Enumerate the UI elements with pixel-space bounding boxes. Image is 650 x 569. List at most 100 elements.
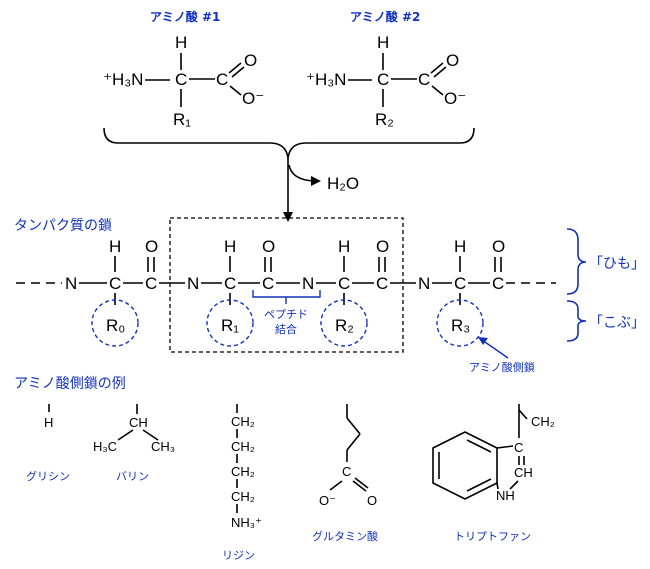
peptide-bond-label-2: 結合 — [275, 322, 297, 336]
reaction-arrow-head — [283, 212, 293, 222]
side-chain-r3: R₃ — [451, 316, 470, 335]
reaction-brace — [103, 127, 475, 159]
trp-benzene-inner-3 — [466, 478, 492, 492]
valine-bond-right — [142, 429, 159, 441]
chain-o-1: O — [262, 237, 275, 256]
trp-bond-ring-c3 — [496, 445, 514, 449]
aa2-carboxyl-carbon: C — [418, 70, 430, 89]
trp-benzene-inner-2 — [466, 439, 492, 453]
aa1-co-single-bond — [229, 85, 242, 96]
chain-n-0: N — [65, 274, 77, 293]
trp-ch: CH — [514, 465, 533, 480]
aa2-amino-group: ⁺H₃N — [306, 70, 346, 89]
aa1-hydrogen: H — [175, 33, 187, 52]
tryptophan-name: トリプトファン — [454, 530, 531, 543]
peptide-bond-marker: ペプチド 結合 — [252, 290, 321, 336]
amino-acid-2: アミノ酸 #2 H ⁺H₃N C C O O⁻ R₂ — [306, 9, 466, 129]
dipeptide-box — [169, 217, 404, 353]
lysine-ch2-2: CH₂ — [231, 439, 255, 454]
side-chain-circle-1 — [206, 299, 254, 347]
trp-bond-ring-n — [496, 482, 499, 490]
glutamate-bond-o-b — [354, 477, 369, 489]
lysine-ch2-1: CH₂ — [231, 414, 255, 429]
aa1-oxygen-neg: O⁻ — [242, 89, 264, 108]
valine-example: CH H₃C CH₃ バリン — [93, 404, 175, 483]
amino-acid-2-title: アミノ酸 #2 — [350, 9, 420, 24]
aa2-hydrogen: H — [377, 33, 389, 52]
lysine-ch2-4: CH₂ — [231, 489, 255, 504]
bead-bracket — [566, 300, 587, 342]
glutamate-example: C O⁻ O グルタミン酸 — [312, 404, 378, 543]
aa1-amino-group: ⁺H₃N — [103, 70, 143, 89]
valine-bond-left — [117, 429, 134, 441]
chain-h-1: H — [224, 237, 236, 256]
glutamate-name: グルタミン酸 — [312, 529, 378, 543]
tryptophan-example: CH₂ C CH NH トリプトファン — [432, 404, 555, 543]
trp-bond-1 — [518, 409, 528, 420]
chain-n-3: N — [418, 274, 430, 293]
examples-title: アミノ酸側鎖の例 — [14, 376, 126, 392]
chain-h-3: H — [454, 237, 466, 256]
valine-ch: CH — [129, 415, 148, 430]
valine-name: バリン — [116, 470, 149, 483]
chain-carbonyl-2: C — [376, 274, 388, 293]
side-chain-callout-label: アミノ酸側鎖 — [469, 360, 535, 374]
bead-label: 「こぶ」 — [589, 315, 645, 331]
glutamate-bond-2 — [346, 433, 361, 451]
chain-calpha-3: C — [454, 274, 466, 293]
chain-n-2: N — [302, 274, 314, 293]
chain-o-0: O — [145, 237, 158, 256]
glutamate-bond-o-a — [352, 480, 367, 492]
aa1-co-double-bond-b — [231, 66, 245, 78]
lysine-example: CH₂ CH₂ CH₂ CH₂ NH₃⁺ リジン — [222, 404, 262, 562]
amino-acid-1: アミノ酸 #1 H ⁺H₃N C C O O⁻ R₁ — [103, 9, 264, 129]
water-release-arrow-head — [311, 176, 321, 186]
aa1-alpha-carbon: C — [175, 70, 187, 89]
chain-h-2: H — [338, 237, 350, 256]
chain-carbonyl-0: C — [145, 274, 157, 293]
side-chain-callout: アミノ酸側鎖 — [469, 337, 535, 374]
side-chain-callout-arrow-head — [478, 337, 488, 345]
lysine-name: リジン — [222, 549, 255, 562]
aa2-oxygen-neg: O⁻ — [444, 89, 466, 108]
chain-o-3: O — [492, 237, 505, 256]
glutamate-c: C — [342, 464, 351, 479]
trp-ch2: CH₂ — [531, 414, 555, 429]
side-chains: R₀ R₁ R₂ R₃ — [91, 293, 484, 347]
glutamate-o: O — [367, 493, 377, 508]
condensation-reaction: H₂O — [103, 127, 475, 222]
side-chain-circle-2 — [320, 299, 368, 347]
aa2-co-double-bond-b — [433, 66, 447, 78]
trp-c3: C — [514, 440, 523, 455]
trp-benzene-ring — [432, 431, 498, 500]
side-chain-callout-arrow — [481, 339, 509, 359]
protein-chain-title: タンパク質の鎖 — [14, 218, 112, 234]
side-chain-circle-3 — [436, 299, 484, 347]
chain-carbonyl-3: C — [492, 274, 504, 293]
peptide-backbone: N C H C O N C H C O N C H C O N C — [16, 237, 556, 293]
aa1-side-chain: R₁ — [173, 110, 191, 129]
side-chain-r2: R₂ — [335, 316, 354, 335]
chain-h-0: H — [109, 237, 121, 256]
glutamate-bond-o-neg — [329, 480, 343, 491]
string-bracket — [566, 228, 587, 295]
amino-acid-1-title: アミノ酸 #1 — [150, 9, 220, 24]
valine-ch3-left: H₃C — [93, 439, 117, 454]
side-chain-circle-0 — [91, 299, 139, 347]
lysine-ch2-3: CH₂ — [231, 464, 255, 479]
aa2-side-chain: R₂ — [375, 110, 394, 129]
chain-o-2: O — [376, 237, 389, 256]
chain-calpha-2: C — [338, 274, 350, 293]
aa1-oxygen: O — [244, 51, 257, 70]
valine-ch3-right: CH₃ — [151, 439, 175, 454]
glycine-h: H — [44, 415, 53, 430]
aa1-co-double-bond-a — [228, 62, 242, 74]
glycine-name: グリシン — [26, 469, 70, 483]
aa2-co-single-bond — [431, 85, 444, 96]
aa2-oxygen: O — [446, 51, 459, 70]
glutamate-bond-1 — [346, 417, 361, 435]
string-label: 「ひも」 — [589, 256, 645, 272]
chain-carbonyl-1: C — [262, 274, 274, 293]
